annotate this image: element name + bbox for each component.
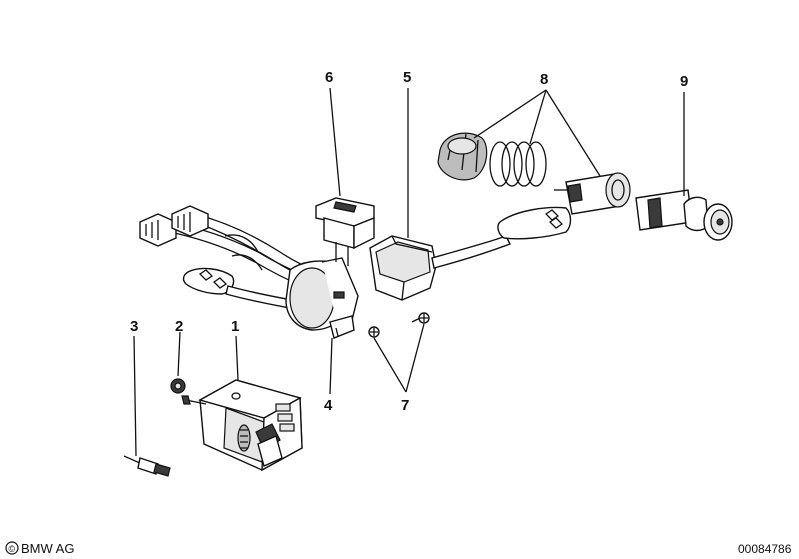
connector-plug-left (139, 213, 177, 247)
right-stalk-lever (431, 206, 572, 269)
brand-name: BMW AG (21, 541, 74, 556)
leader-lines (133, 87, 685, 457)
screw-right (411, 312, 430, 324)
callout-7: 7 (401, 397, 409, 414)
copyright-symbol: © (9, 544, 16, 554)
mounting-screw (181, 395, 207, 405)
callout-8: 8 (540, 71, 548, 88)
lighter-spring (489, 141, 547, 187)
column-switch-hub (285, 257, 359, 339)
bulb-holder (123, 455, 171, 477)
brand-footer: © BMW AG (5, 541, 74, 556)
hex-nut (170, 378, 186, 394)
callout-2: 2 (175, 318, 183, 335)
callout-1: 1 (231, 318, 239, 335)
lighter-insert (635, 189, 733, 241)
callout-5: 5 (403, 69, 411, 86)
right-stalk-switch (369, 235, 437, 301)
hazard-switch (315, 197, 375, 266)
light-switch-module (198, 379, 303, 472)
diagram-number: 00084786 (738, 542, 792, 556)
left-stalk-lever (182, 267, 293, 309)
lighter-knob (437, 132, 488, 181)
callout-3: 3 (130, 318, 138, 335)
callout-9: 9 (680, 73, 688, 90)
lighter-socket (554, 172, 631, 215)
screw-left (368, 326, 380, 338)
callout-4: 4 (324, 397, 333, 414)
callout-6: 6 (325, 69, 333, 86)
connector-plug-upper (171, 205, 209, 237)
